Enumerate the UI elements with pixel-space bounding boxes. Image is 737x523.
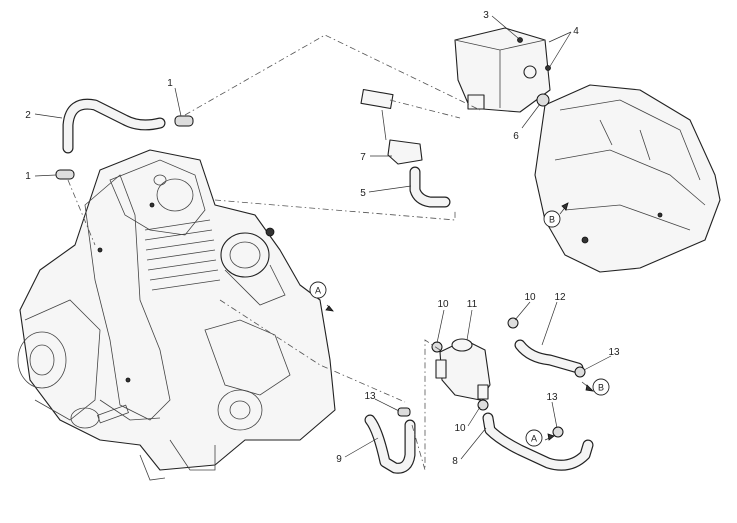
engine-assembly [17,149,336,481]
clamps [55,115,586,438]
callout-13-a: 13 [364,391,376,402]
clamp-13-a [397,407,411,417]
clamp-10-b [477,399,489,411]
svg-text:B: B [598,383,604,393]
ref-marker-A-engine: A [309,281,327,299]
svg-text:B: B [549,215,555,225]
hose-8 [482,412,594,471]
callout-10-c: 10 [524,292,536,303]
ref-marker-B-airbox: B [543,210,561,228]
valve-part-11 [435,338,491,401]
hose-2 [62,98,166,154]
svg-text:A: A [531,434,537,444]
callout-3: 3 [483,10,489,21]
callout-9: 9 [336,454,342,465]
canister [454,27,551,113]
callout-1-lower: 1 [25,171,31,182]
clamp-13-c [552,426,564,438]
callout-8: 8 [452,456,458,467]
callout-1-top: 1 [167,78,173,89]
clamp-1-lower [55,169,75,180]
hose-5 [409,166,451,208]
leader-lines [34,15,612,460]
callout-12: 12 [554,292,566,303]
callout-4: 4 [573,26,579,37]
callout-11: 11 [467,299,478,310]
callout-6: 6 [513,131,519,142]
clamp-10-c [507,317,519,329]
callout-5: 5 [360,188,366,199]
clamp-10-a [431,341,443,353]
callout-2: 2 [25,110,31,121]
ref-marker-B-hose: B [592,378,610,396]
callout-7: 7 [360,152,366,163]
svg-text:A: A [315,286,321,296]
reference-arrows [325,202,595,441]
clamp-1-top [174,115,194,127]
assembly-lines [67,34,481,471]
hose-9 [364,414,416,474]
valve-part-7 [360,88,423,165]
clamp-13-b [574,366,586,378]
airbox [534,84,721,273]
callout-10-b: 10 [454,423,466,434]
hose-12 [514,339,584,374]
ref-marker-A-hose: A [525,429,543,447]
callout-10-a: 10 [437,299,449,310]
callout-13-b: 13 [608,347,620,358]
callout-13-c: 13 [546,392,558,403]
